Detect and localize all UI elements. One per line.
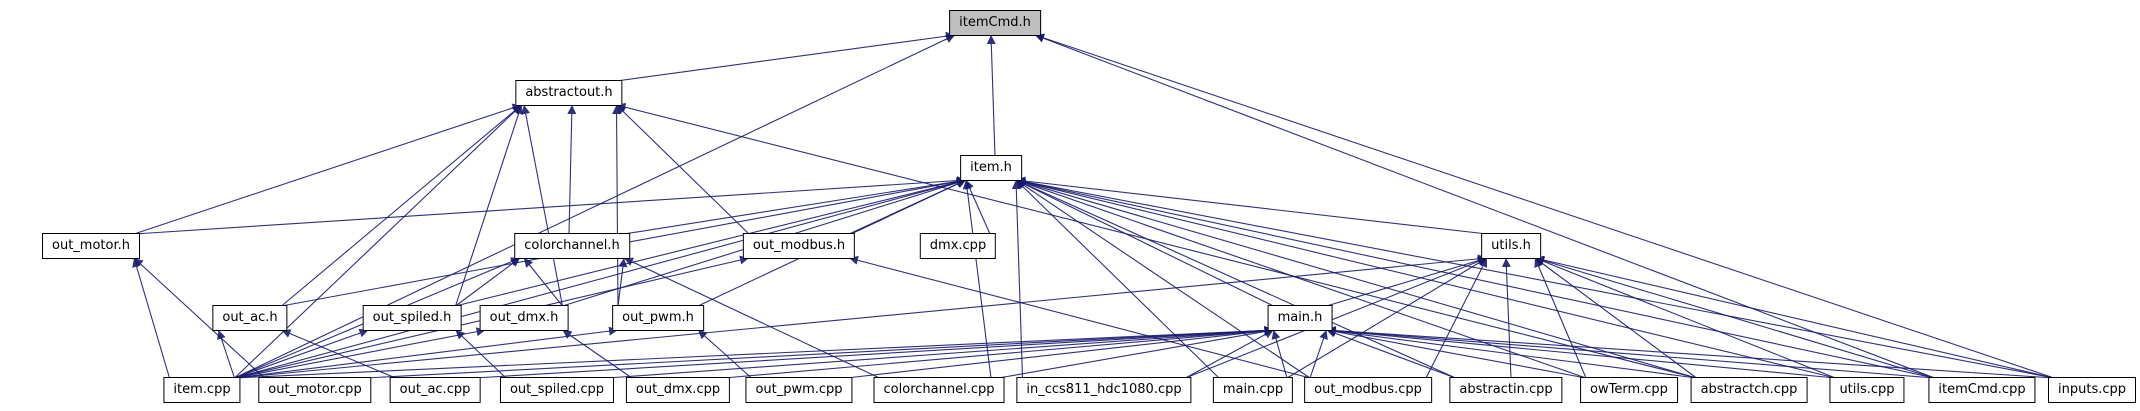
graph-node-out_ac_cpp[interactable]: out_ac.cpp [389, 377, 481, 403]
graph-edge-out_modbus_cpp-to-utils_h [1425, 257, 1488, 379]
graph-edge-out_pwm_cpp-to-out_pwm_h [697, 329, 752, 379]
graph-edge-abstractin_cpp-to-utils_h [1501, 257, 1512, 379]
graph-edge-inputs_cpp-to-item_h [1015, 177, 2055, 379]
graph-edge-colorchannel_cpp-to-main_h [998, 327, 1274, 379]
graph-edge-out_motor_h-to-abstractout_h [133, 103, 522, 235]
graph-edge-inputs_cpp-to-utils_h [1534, 255, 2055, 379]
graph-edge-out_modbus_cpp-to-out_modbus_h [848, 255, 1311, 379]
graph-edge-utils_cpp-to-main_h [1326, 326, 1836, 379]
graph-node-out_dmx_cpp[interactable]: out_dmx.cpp [625, 377, 731, 403]
graph-edge-main_h-to-utils_h [1326, 256, 1488, 307]
graph-edge-abstractch_cpp-to-item_h [1015, 178, 1697, 379]
graph-edge-owTerm_cpp-to-item_h [1015, 178, 1587, 379]
graph-edge-out_motor_cpp-to-main_h [365, 325, 1274, 379]
graph-edge-utils_cpp-to-item_h [1015, 177, 1836, 379]
graph-edge-itemCmd_cpp-to-itemCmd_h [1034, 34, 1935, 379]
graph-node-out_pwm_cpp[interactable]: out_pwm.cpp [745, 377, 853, 403]
graph-node-out_dmx_h[interactable]: out_dmx.h [479, 305, 569, 331]
graph-node-utils_h[interactable]: utils.h [1481, 233, 1541, 259]
graph-edge-item_h-to-itemCmd_h [986, 34, 996, 157]
graph-node-out_motor_cpp[interactable]: out_motor.cpp [258, 377, 372, 403]
graph-node-colorchannel_cpp[interactable]: colorchannel.cpp [873, 377, 1005, 403]
graph-edge-out_dmx_h-to-colorchannel_h [523, 257, 563, 307]
graph-edge-out_ac_cpp-to-out_ac_h [281, 329, 396, 379]
graph-node-abstractch_cpp[interactable]: abstractch.cpp [1690, 377, 1808, 403]
graph-node-item_h[interactable]: item.h [960, 155, 1022, 181]
graph-edge-item_cpp-to-itemCmd_h [234, 34, 956, 379]
graph-edge-out_spiled_h-to-item_h [455, 177, 967, 307]
graph-edge-out_spiled_cpp-to-out_spiled_h [455, 329, 507, 379]
graph-node-main_h[interactable]: main.h [1267, 305, 1333, 331]
graph-node-colorchannel_h[interactable]: colorchannel.h [514, 233, 630, 259]
graph-edge-main_cpp-to-main_h [1271, 329, 1288, 379]
graph-edge-abstractch_cpp-to-abstractout_h [616, 102, 1697, 379]
graph-edge-inputs_cpp-to-itemCmd_h [1034, 33, 2055, 379]
graph-edge-abstractch_cpp-to-main_h [1326, 326, 1697, 379]
graph-edge-abstractin_cpp-to-main_h [1326, 328, 1456, 379]
graph-node-itemCmd_h: itemCmd.h [949, 10, 1041, 36]
graph-edge-out_modbus_cpp-to-item_h [1015, 179, 1311, 379]
graph-node-out_modbus_h[interactable]: out_modbus.h [742, 233, 856, 259]
graph-edge-out_motor_cpp-to-out_motor_h [133, 257, 265, 379]
graph-edge-item_cpp-to-out_motor_h [132, 257, 171, 379]
graph-node-out_spiled_cpp[interactable]: out_spiled.cpp [499, 377, 615, 403]
graph-edge-itemCmd_cpp-to-main_h [1326, 326, 1935, 379]
graph-edge-out_ac_h-to-abstractout_h [281, 104, 522, 307]
graph-edge-abstractout_h-to-itemCmd_h [616, 31, 956, 82]
graph-node-owTerm_cpp[interactable]: owTerm.cpp [1580, 377, 1678, 403]
graph-edge-out_dmx_cpp-to-main_h [723, 326, 1274, 379]
graph-node-dmx_cpp[interactable]: dmx.cpp [919, 233, 997, 259]
graph-node-itemCmd_cpp[interactable]: itemCmd.cpp [1928, 377, 2036, 403]
graph-edge-out_dmx_h-to-abstractout_h [521, 104, 564, 307]
graph-edge-out_dmx_cpp-to-out_dmx_h [562, 329, 633, 379]
graph-edge-owTerm_cpp-to-main_h [1326, 327, 1587, 379]
graph-edge-out_spiled_h-to-colorchannel_h [455, 257, 521, 307]
graph-edge-utils_cpp-to-utils_h [1534, 257, 1836, 379]
graph-edge-main_h-to-item_h [1015, 179, 1274, 307]
graph-edge-in_ccs811_cpp-to-main_h [1185, 329, 1274, 379]
graph-node-utils_cpp[interactable]: utils.cpp [1829, 377, 1905, 403]
graph-edge-out_modbus_cpp-to-main_h [1309, 329, 1328, 379]
graph-edge-out_modbus_h-to-abstractout_h [616, 104, 750, 235]
graph-edge-colorchannel_h-to-abstractout_h [567, 104, 577, 235]
graph-edge-itemCmd_cpp-to-utils_h [1534, 256, 1935, 379]
graph-node-out_modbus_cpp[interactable]: out_modbus.cpp [1304, 377, 1432, 403]
graph-edge-owTerm_cpp-to-utils_h [1534, 257, 1587, 379]
graph-edge-inputs_cpp-to-main_h [1326, 326, 2055, 379]
graph-edge-item_cpp-to-out_spiled_h [234, 328, 369, 379]
graph-edge-out_pwm_h-to-colorchannel_h [617, 257, 628, 307]
graph-edge-out_pwm_cpp-to-main_h [846, 326, 1274, 379]
graph-node-main_cpp[interactable]: main.cpp [1212, 377, 1294, 403]
graph-node-abstractout_h[interactable]: abstractout.h [515, 80, 623, 106]
graph-edge-main_cpp-to-utils_h [1286, 257, 1488, 379]
graph-edge-colorchannel_h-to-item_h [623, 176, 967, 235]
graph-node-out_spiled_h[interactable]: out_spiled.h [362, 305, 462, 331]
graph-edge-abstractch_cpp-to-utils_h [1534, 257, 1697, 379]
graph-edge-out_ac_cpp-to-main_h [474, 326, 1274, 379]
graph-edge-item_cpp-to-utils_h [234, 254, 1488, 379]
graph-edge-out_spiled_h-to-abstractout_h [454, 104, 523, 307]
graph-edge-item_cpp-to-abstractout_h [234, 104, 522, 379]
graph-edge-colorchannel_cpp-to-colorchannel_h [623, 257, 880, 379]
graph-node-inputs_cpp[interactable]: inputs.cpp [2048, 377, 2136, 403]
graph-edge-itemCmd_cpp-to-item_h [1015, 177, 1935, 379]
graph-edge-item_cpp-to-out_ac_h [217, 329, 236, 379]
graph-edge-item_cpp-to-out_pwm_h [234, 326, 619, 379]
graph-edge-out_pwm_h-to-abstractout_h [612, 104, 622, 307]
graph-edge-out_spiled_cpp-to-main_h [607, 326, 1274, 379]
graph-edge-item_cpp-to-out_dmx_h [234, 327, 486, 379]
graph-edge-in_ccs811_cpp-to-utils_h [1185, 257, 1488, 379]
graph-edge-item_cpp-to-item_h [234, 178, 967, 379]
graph-node-out_pwm_h[interactable]: out_pwm.h [612, 305, 704, 331]
graph-edge-item_cpp-to-main_h [234, 325, 1274, 379]
graph-node-out_ac_h[interactable]: out_ac.h [212, 305, 288, 331]
graph-node-out_motor_h[interactable]: out_motor.h [42, 233, 140, 259]
graph-edge-utils_h-to-item_h [1015, 176, 1488, 235]
graph-edge-abstractin_cpp-to-item_h [1015, 179, 1456, 379]
graph-node-item_cpp[interactable]: item.cpp [163, 377, 241, 403]
graph-edge-out_motor_h-to-item_h [133, 176, 967, 235]
graph-node-in_ccs811_cpp[interactable]: in_ccs811_hdc1080.cpp [1016, 377, 1192, 403]
graph-node-abstractin_cpp[interactable]: abstractin.cpp [1449, 377, 1563, 403]
